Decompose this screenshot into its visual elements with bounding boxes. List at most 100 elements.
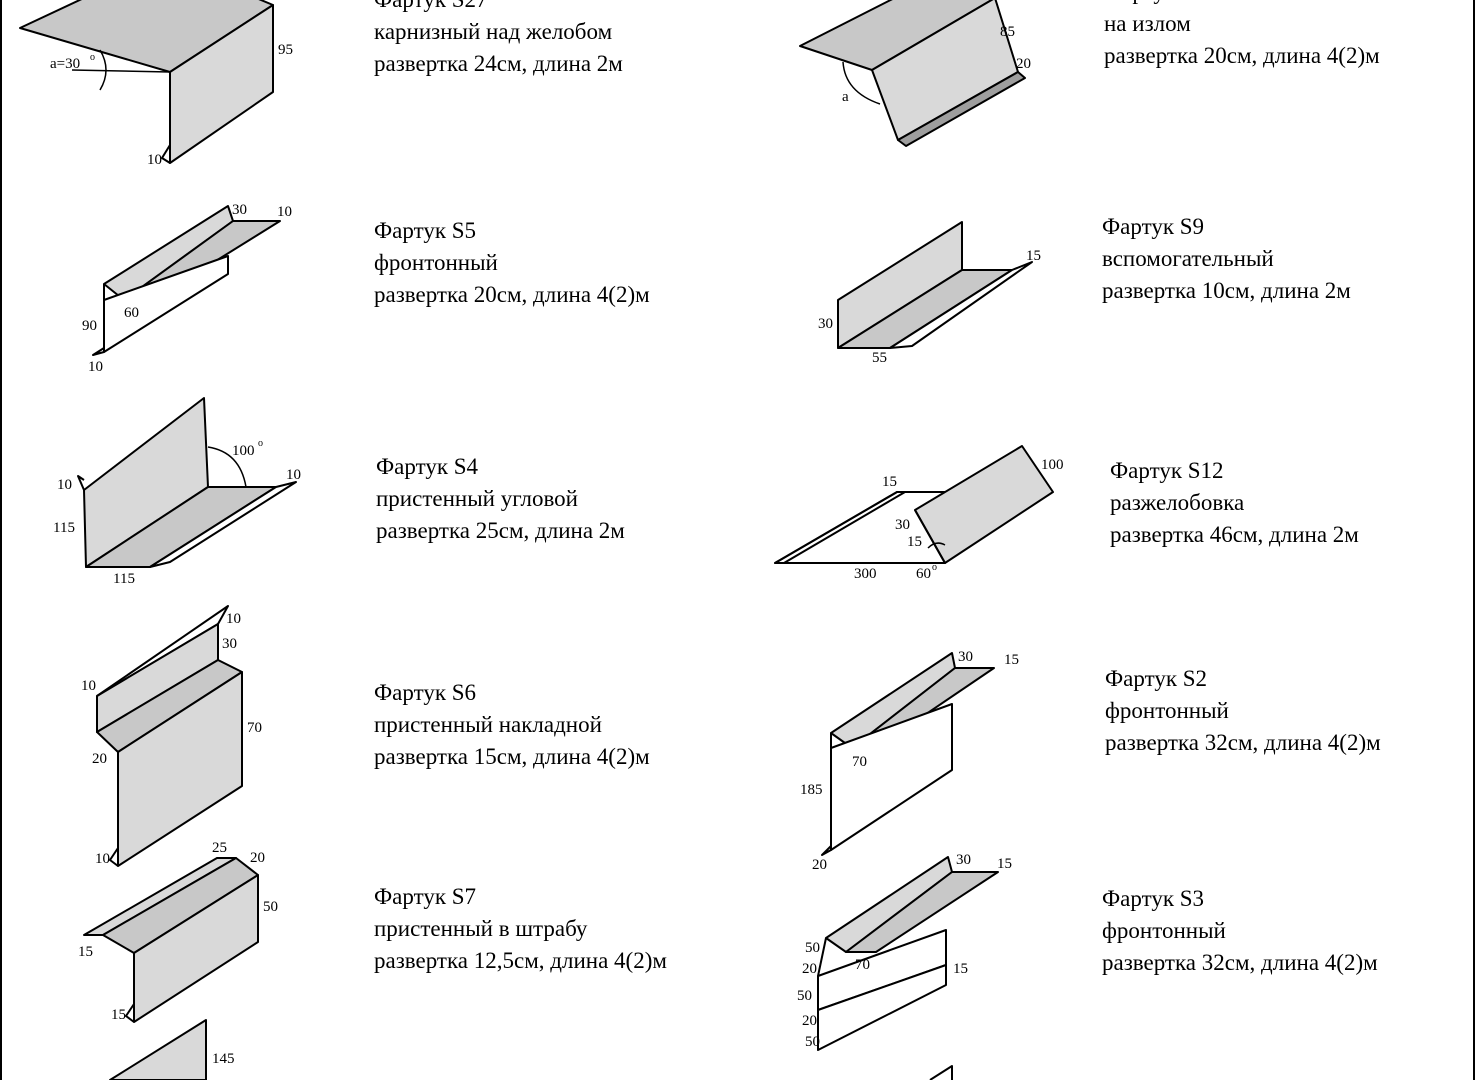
s5-dim-10b: 10 bbox=[88, 359, 103, 375]
s11-dim-20: 20 bbox=[1016, 56, 1031, 72]
caption-s11: Фартук S11 на излом развертка 20см, длин… bbox=[1104, 0, 1380, 72]
partial-dim-145: 145 bbox=[212, 1051, 235, 1067]
caption-spec: развертка 24см, длина 2м bbox=[374, 51, 623, 76]
caption-spec: развертка 20см, длина 4(2)м bbox=[1104, 43, 1380, 68]
diagram-s2: 30 15 70 185 20 bbox=[800, 649, 1019, 873]
caption-spec: развертка 32см, длина 4(2)м bbox=[1105, 730, 1381, 755]
s6-bottom-hem bbox=[109, 847, 119, 867]
s9-dim-30: 30 bbox=[818, 316, 833, 332]
caption-title: Фартук S7 bbox=[374, 884, 477, 909]
caption-spec: развертка 15см, длина 4(2)м bbox=[374, 744, 650, 769]
caption-title: Фартук S9 bbox=[1102, 214, 1205, 239]
s3-dim-30: 30 bbox=[956, 852, 971, 868]
s3-dim-50: 50 bbox=[805, 940, 820, 956]
caption-s5: Фартук S5 фронтонный развертка 20см, дли… bbox=[374, 215, 650, 311]
s6-top-hem bbox=[96, 605, 229, 697]
s11-angle-label: a bbox=[842, 89, 849, 105]
caption-s3: Фартук S3 фронтонный развертка 32см, дли… bbox=[1102, 883, 1378, 979]
s27-angle-ref bbox=[71, 69, 171, 73]
caption-s7: Фартук S7 пристенный в штрабу развертка … bbox=[374, 881, 667, 977]
caption-title: Фартук S27 bbox=[374, 0, 623, 16]
caption-spec: развертка 10см, длина 2м bbox=[1102, 278, 1351, 303]
s4-hem bbox=[77, 475, 85, 491]
caption-title: Фартук S11 bbox=[1104, 0, 1380, 8]
s7-dim-15: 15 bbox=[78, 944, 93, 960]
s3-dim-70: 70 bbox=[855, 957, 870, 973]
s6-dim-10b: 10 bbox=[81, 678, 96, 694]
caption-subtitle: на излом bbox=[1104, 11, 1191, 36]
s12-ridge-edge bbox=[914, 509, 946, 564]
s5-dim-30: 30 bbox=[232, 202, 247, 218]
diagram-s3: 30 15 50 20 70 15 50 20 50 bbox=[797, 852, 1012, 1051]
s3-gutter-bottom bbox=[845, 871, 999, 953]
s4-dim-10b: 10 bbox=[57, 477, 72, 493]
s4-dim-10: 10 bbox=[286, 467, 301, 483]
s4-angle-arc bbox=[207, 446, 247, 488]
s7-hem bbox=[125, 1003, 135, 1023]
diagram-partial-right bbox=[929, 1065, 953, 1080]
caption-subtitle: вспомогательный bbox=[1102, 246, 1274, 271]
s3-dim-20: 20 bbox=[802, 961, 817, 977]
s12-dim-100: 100 bbox=[1041, 457, 1064, 473]
s27-dim-95: 95 bbox=[278, 42, 293, 58]
caption-spec: развертка 12,5см, длина 4(2)м bbox=[374, 948, 667, 973]
caption-subtitle: фронтонный bbox=[1102, 918, 1226, 943]
s4-degree: o bbox=[258, 438, 263, 449]
s3-dim-15b: 15 bbox=[953, 961, 968, 977]
caption-subtitle: карнизный над желобом bbox=[374, 19, 613, 44]
s11-dim-85: 85 bbox=[1000, 24, 1015, 40]
s12-left-flange bbox=[774, 491, 906, 564]
s4-dim-115b: 115 bbox=[113, 571, 135, 587]
s7-front bbox=[133, 874, 259, 1023]
s27-dim-10: 10 bbox=[147, 152, 162, 168]
s3-edge bbox=[817, 937, 827, 977]
diagram-partial-left: 145 bbox=[109, 1019, 235, 1080]
s6-lower-wall bbox=[117, 671, 243, 867]
s27-degree: o bbox=[90, 52, 95, 63]
s27-front-face bbox=[169, 4, 274, 164]
caption-s9: Фартук S9 вспомогательный развертка 10см… bbox=[1102, 211, 1351, 307]
s5-dim-60: 60 bbox=[124, 305, 139, 321]
s12-dim-30: 30 bbox=[895, 517, 910, 533]
s7-dim-50: 50 bbox=[263, 899, 278, 915]
caption-subtitle: фронтонный bbox=[1105, 698, 1229, 723]
s11-angle-arc bbox=[842, 61, 881, 105]
diagram-s9: 15 30 55 bbox=[818, 221, 1041, 366]
diagram-s5: 30 10 60 90 10 bbox=[82, 202, 292, 375]
caption-s12: Фартук S12 разжелобовка развертка 46см, … bbox=[1110, 455, 1359, 551]
diagram-s7: 25 20 50 15 15 bbox=[78, 840, 278, 1023]
partial-right-edge bbox=[929, 1065, 953, 1080]
s12-dim-15b: 15 bbox=[907, 534, 922, 550]
s5-edge bbox=[92, 284, 105, 356]
s6-dim-10: 10 bbox=[226, 611, 241, 627]
caption-title: Фартук S12 bbox=[1110, 458, 1224, 483]
s27-angle-arc bbox=[99, 49, 107, 91]
s3-step-2 bbox=[817, 964, 947, 1051]
s7-dim-20: 20 bbox=[250, 850, 265, 866]
diagram-s11: 85 20 a bbox=[799, 0, 1031, 147]
s12-degree: o bbox=[932, 562, 937, 573]
s12-dim-15: 15 bbox=[882, 474, 897, 490]
s3-dim-50c: 50 bbox=[805, 1034, 820, 1050]
caption-s27: Фартук S27 карнизный над желобом разверт… bbox=[374, 0, 623, 80]
s2-dim-20: 20 bbox=[812, 857, 827, 873]
s27-hem bbox=[161, 144, 171, 164]
s2-edge bbox=[821, 733, 832, 856]
s6-dim-30: 30 bbox=[222, 636, 237, 652]
s7-dim-15b: 15 bbox=[111, 1007, 126, 1023]
s5-dim-90: 90 bbox=[82, 318, 97, 334]
s6-dim-70: 70 bbox=[247, 720, 262, 736]
s6-dim-20: 20 bbox=[92, 751, 107, 767]
s7-dim-25: 25 bbox=[212, 840, 227, 856]
s12-dim-300: 300 bbox=[854, 566, 877, 582]
caption-subtitle: пристенный угловой bbox=[376, 486, 578, 511]
s27-angle-label: a=30 bbox=[50, 56, 80, 72]
s12-dim-60: 60 bbox=[916, 566, 931, 582]
s2-dim-15: 15 bbox=[1004, 652, 1019, 668]
caption-title: Фартук S3 bbox=[1102, 886, 1205, 911]
s9-dim-55: 55 bbox=[872, 350, 887, 366]
s3-dim-50b: 50 bbox=[797, 988, 812, 1004]
caption-title: Фартук S4 bbox=[376, 454, 479, 479]
